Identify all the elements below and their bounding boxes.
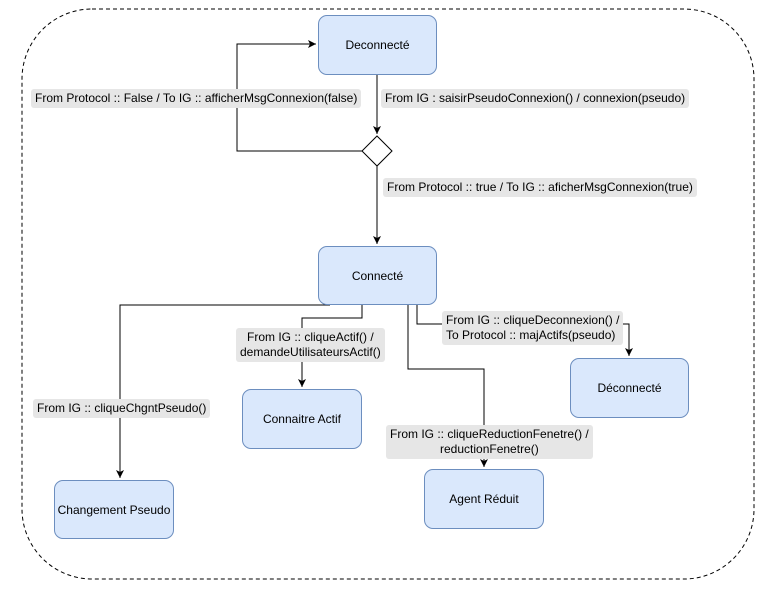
state-deconnecte-bottom-label: Déconnecté <box>597 381 662 395</box>
label-saisir-pseudo: From IG : saisirPseudoConnexion() / conn… <box>381 89 690 108</box>
label-clique-deconnexion-line1: From IG :: cliqueDeconnexion() / <box>446 313 620 327</box>
label-protocol-false: From Protocol :: False / To IG :: affich… <box>31 89 362 108</box>
label-clique-actif-line2: demandeUtilisateursActif() <box>240 345 381 359</box>
state-agent-reduit: Agent Réduit <box>424 469 544 529</box>
label-protocol-true: From Protocol :: true / To IG :: aficher… <box>383 178 697 197</box>
state-connaitre-actif: Connaitre Actif <box>242 389 362 449</box>
label-clique-reduction: From IG :: cliqueReductionFenetre() / re… <box>386 425 593 459</box>
outer-container <box>21 8 755 580</box>
label-clique-actif: From IG :: cliqueActif() / demandeUtilis… <box>236 328 385 362</box>
state-connecte: Connecté <box>318 246 437 305</box>
label-clique-reduction-line2: reductionFenetre() <box>440 442 539 456</box>
label-protocol-false-text: From Protocol :: False / To IG :: affich… <box>35 91 358 105</box>
label-saisir-pseudo-text: From IG : saisirPseudoConnexion() / conn… <box>385 91 686 105</box>
state-deconnecte-top-label: Deconnecté <box>345 38 410 52</box>
edge-clique-reduction <box>407 305 488 467</box>
state-changement-pseudo: Changement Pseudo <box>54 480 174 539</box>
label-clique-deconnexion: From IG :: cliqueDeconnexion() / To Prot… <box>442 311 624 345</box>
label-clique-chgnt-pseudo: From IG :: cliqueChgntPseudo() <box>33 399 211 418</box>
state-deconnecte-bottom: Déconnecté <box>570 358 689 418</box>
label-protocol-true-text: From Protocol :: true / To IG :: aficher… <box>387 180 693 194</box>
label-clique-reduction-line1: From IG :: cliqueReductionFenetre() / <box>390 427 589 441</box>
label-clique-actif-line1: From IG :: cliqueActif() / <box>247 330 374 344</box>
state-agent-reduit-label: Agent Réduit <box>449 492 519 506</box>
label-clique-chgnt-pseudo-text: From IG :: cliqueChgntPseudo() <box>37 401 207 415</box>
state-connaitre-actif-label: Connaitre Actif <box>262 412 342 426</box>
state-deconnecte-top: Deconnecté <box>318 15 437 75</box>
decision-diamond <box>361 135 393 167</box>
label-clique-deconnexion-line2: To Protocol :: majActifs(pseudo) <box>446 328 616 342</box>
state-connecte-label: Connecté <box>351 268 404 283</box>
state-changement-pseudo-label: Changement Pseudo <box>57 502 171 517</box>
edge-clique-chgnt-pseudo <box>116 304 330 478</box>
